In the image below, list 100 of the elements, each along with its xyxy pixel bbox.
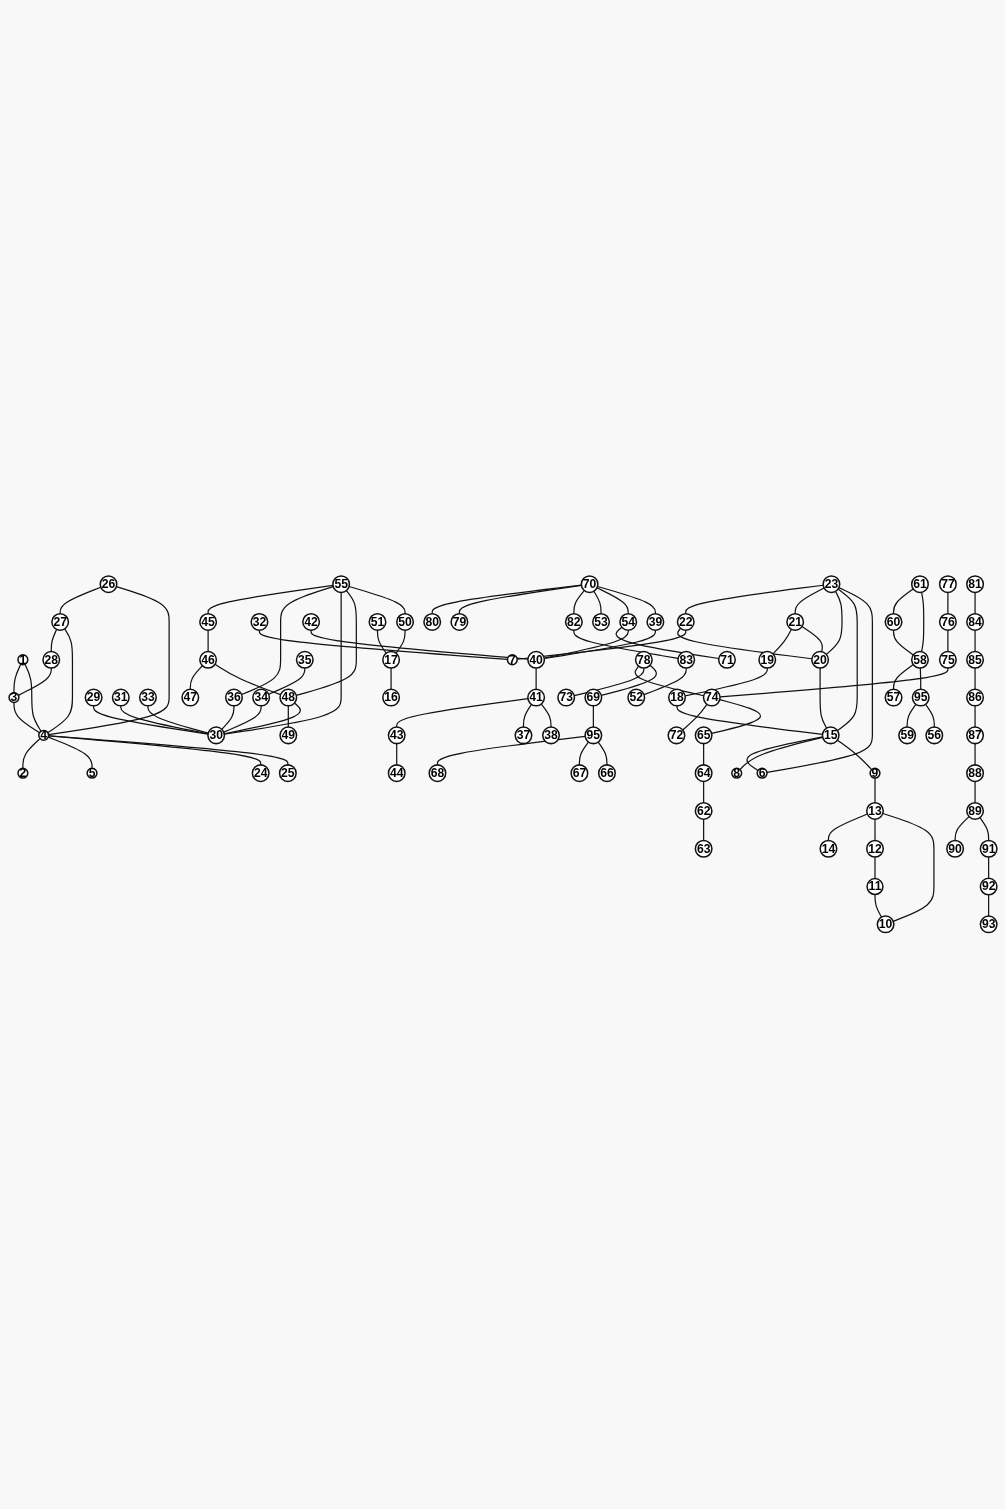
node-circle: 40 <box>526 650 545 670</box>
node-circle: 38 <box>541 726 560 745</box>
node-circle: 68 <box>427 764 446 783</box>
node-circle: 26 <box>98 575 118 594</box>
node-circle: 23 <box>821 575 840 594</box>
connector <box>395 743 397 766</box>
node-circle: 29 <box>84 688 103 707</box>
node-circle: 37 <box>513 726 532 745</box>
connector <box>543 629 656 660</box>
connector <box>46 628 73 734</box>
connector <box>702 818 704 842</box>
node-circle: 65 <box>694 726 713 745</box>
node-circle: 45 <box>198 613 217 632</box>
node-circle: 34 <box>251 688 270 707</box>
node-circle: 3 <box>7 692 20 704</box>
node-circle: 59 <box>897 726 916 745</box>
node-circle: 93 <box>979 915 998 934</box>
node-circle: 2 <box>16 767 29 780</box>
node-circle: 15 <box>821 726 840 745</box>
node-circle: 89 <box>965 802 984 821</box>
node-circle: 87 <box>965 726 984 745</box>
connector <box>873 894 882 918</box>
connector <box>973 629 976 653</box>
node-circle: 82 <box>564 613 583 632</box>
connector <box>431 584 582 615</box>
node-circle: 28 <box>41 650 60 670</box>
node-circle: 27 <box>50 613 69 632</box>
node-circle: 12 <box>865 839 884 858</box>
node-circle: 71 <box>717 650 736 670</box>
node-circle: 72 <box>666 726 685 745</box>
node-circle: 61 <box>910 575 929 594</box>
connector <box>954 816 970 842</box>
node-circle: 41 <box>526 688 545 707</box>
node-circle: 76 <box>938 613 957 632</box>
connector <box>597 741 608 766</box>
node-circle: 7 <box>506 654 518 666</box>
node-circle: 70 <box>580 575 599 594</box>
node-circle: 54 <box>618 613 637 632</box>
node-circle: 73 <box>556 688 575 707</box>
node-circle: 25 <box>278 764 297 783</box>
node-circle: 51 <box>367 613 387 632</box>
connector <box>642 667 687 696</box>
connector <box>946 629 948 653</box>
node-circle: 8 <box>730 767 742 780</box>
connector <box>684 584 824 615</box>
connector <box>543 629 629 659</box>
connector <box>21 738 41 770</box>
node-circle: 47 <box>180 688 199 707</box>
connector <box>119 705 209 735</box>
connector <box>540 703 552 728</box>
connector <box>973 705 976 728</box>
connector <box>223 702 301 735</box>
connector <box>258 629 508 661</box>
node-circle: 6 <box>755 767 768 780</box>
connector <box>287 705 289 728</box>
connector <box>592 705 594 728</box>
node-circle: 95 <box>583 726 602 745</box>
node-circle: 35 <box>295 650 314 670</box>
connector <box>825 591 843 656</box>
node-circle: 53 <box>591 613 610 632</box>
connector <box>702 743 704 766</box>
connector <box>12 663 21 694</box>
node-circle: 84 <box>965 613 984 632</box>
connector <box>309 629 528 660</box>
node-circle: 49 <box>278 726 297 745</box>
connector <box>458 585 582 615</box>
connector <box>836 739 872 771</box>
connector <box>535 667 537 691</box>
node-circle: 11 <box>865 878 884 896</box>
node-circle: 24 <box>251 764 270 783</box>
connector <box>436 736 586 766</box>
connector <box>390 667 392 691</box>
node-circle: 19 <box>757 650 776 670</box>
connector <box>987 856 989 880</box>
node-circle: 10 <box>876 915 895 934</box>
connector <box>892 664 914 691</box>
node-circle: 95 <box>911 688 930 707</box>
node-circle: 67 <box>569 764 588 783</box>
node-circle: 33 <box>138 688 157 707</box>
connector <box>675 705 823 736</box>
connector <box>267 667 305 696</box>
connector <box>240 586 334 696</box>
connector <box>634 665 704 697</box>
connector <box>800 626 823 653</box>
connector <box>973 781 976 804</box>
node-circle: 90 <box>945 839 964 858</box>
connector <box>592 590 602 615</box>
connector <box>684 667 768 697</box>
connector <box>47 736 93 770</box>
connector <box>973 743 976 766</box>
connector <box>920 591 924 653</box>
node-circle: 9 <box>868 767 881 780</box>
node-circle: 46 <box>198 650 217 670</box>
connector <box>906 703 916 728</box>
node-circle: 36 <box>224 688 243 707</box>
connector <box>12 702 40 734</box>
node-circle: 21 <box>785 613 804 632</box>
connector <box>919 667 921 691</box>
node-circle: 22 <box>676 613 695 632</box>
node-circle: 17 <box>381 650 400 670</box>
